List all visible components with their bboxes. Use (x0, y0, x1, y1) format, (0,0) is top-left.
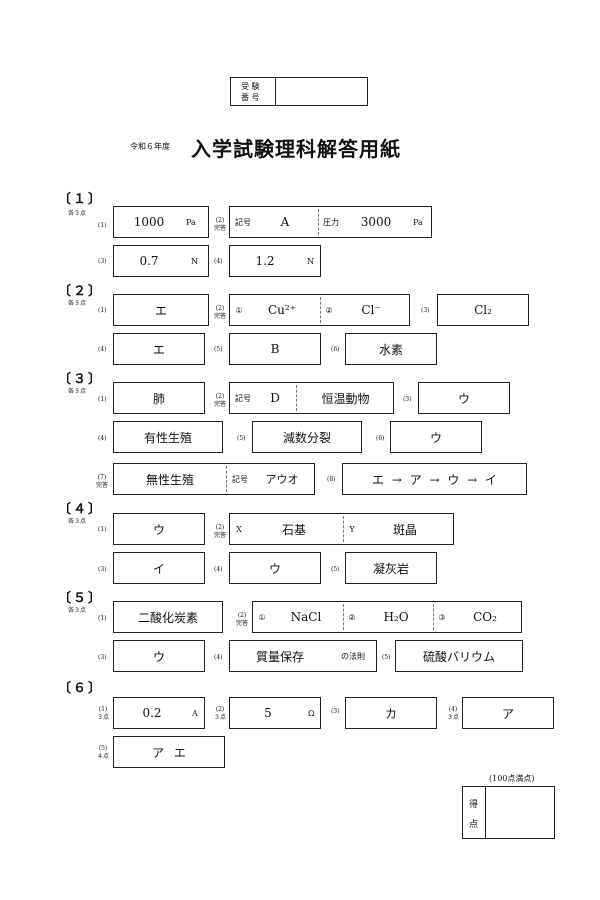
q5-3-number: (3) (98, 654, 107, 661)
q3-3-number: (3) (403, 396, 412, 403)
q2-5-number: (5) (214, 346, 223, 353)
q1-4-number: (4) (214, 258, 223, 265)
q1-2-number: (2)完答 (214, 217, 227, 232)
answer-q2-5[interactable]: B (229, 333, 321, 365)
answer-q3-5[interactable]: 減数分裂 (252, 421, 362, 453)
answer-q2-3[interactable]: Cl₂ (437, 294, 529, 326)
q1-3-number: (3) (98, 258, 107, 265)
answer-q5-2[interactable]: ① NaCl ② H₂O ③ CO₂ (252, 601, 522, 633)
q6-2-number: (2)３点 (214, 706, 227, 721)
full-score-label: (100点満点) (489, 774, 535, 783)
section-2-points: 各３点 (68, 300, 87, 307)
answer-q6-2[interactable]: 5 Ω (229, 697, 321, 729)
answer-q3-7[interactable]: 無性生殖 記号 アウオ (113, 463, 315, 495)
q6-1-number: (1)３点 (97, 706, 110, 721)
q6-5-number: (5)４点 (97, 745, 110, 760)
answer-q3-3[interactable]: ウ (418, 382, 510, 414)
answer-q1-4[interactable]: 1.2 N (229, 245, 321, 277)
score-label-2: 点 (469, 820, 479, 830)
section-3-points: 各３点 (68, 388, 87, 395)
q2-4-number: (4) (98, 346, 107, 353)
q4-1-number: (1) (98, 526, 107, 533)
score-input[interactable] (486, 787, 554, 838)
q4-3-number: (3) (98, 566, 107, 573)
q3-7-number: (7)完答 (96, 474, 109, 489)
q2-6-number: (6) (331, 346, 340, 353)
q4-5-number: (5) (331, 566, 340, 573)
answer-q5-4[interactable]: 質量保存 の法則 (229, 640, 377, 672)
answer-q3-1[interactable]: 肺 (113, 382, 205, 414)
section-1-label: 〔１〕 (58, 192, 104, 207)
answer-q1-3[interactable]: 0.7 N (113, 245, 209, 277)
q5-5-number: (5) (382, 654, 391, 661)
answer-q6-3[interactable]: カ (345, 697, 437, 729)
section-3-label: 〔３〕 (58, 372, 104, 387)
score-label-1: 得 (469, 800, 479, 810)
answer-q4-2[interactable]: X 石基 Y 斑晶 (229, 513, 454, 545)
answer-q6-5[interactable]: ア エ (113, 736, 225, 768)
answer-q6-1[interactable]: 0.2 A (113, 697, 205, 729)
q1-1-number: (1) (98, 222, 107, 229)
q3-1-number: (1) (98, 396, 107, 403)
section-2-label: 〔２〕 (58, 284, 104, 299)
q4-2-number: (2)完答 (214, 524, 227, 539)
answer-q2-1[interactable]: エ (113, 294, 209, 326)
exam-number-label-2: 番 号 (241, 93, 260, 102)
answer-q1-1[interactable]: 1000 Pa (113, 206, 209, 238)
exam-number-input[interactable] (276, 78, 368, 105)
section-4-points: 各３点 (68, 518, 87, 525)
q5-1-number: (1) (98, 615, 107, 622)
answer-q4-1[interactable]: ウ (113, 513, 205, 545)
answer-q2-6[interactable]: 水素 (345, 333, 437, 365)
answer-q5-3[interactable]: ウ (113, 640, 205, 672)
q3-2-number: (2)完答 (214, 393, 227, 408)
q5-4-number: (4) (214, 654, 223, 661)
answer-q4-5[interactable]: 凝灰岩 (345, 552, 437, 584)
page-title: 入学試験理科解答用紙 (191, 137, 401, 161)
answer-q3-4[interactable]: 有性生殖 (113, 421, 223, 453)
score-box: 得 点 (462, 786, 555, 839)
answer-q6-4[interactable]: ア (462, 697, 554, 729)
exam-number-label-1: 受 験 (241, 82, 260, 91)
q2-2-number: (2)完答 (214, 305, 227, 320)
year-label: 令和６年度 (130, 142, 170, 151)
q3-5-number: (5) (237, 435, 246, 442)
q2-3-number: (3) (421, 307, 430, 314)
answer-q3-2[interactable]: 記号 D 恒温動物 (229, 382, 394, 414)
section-1-points: 各３点 (68, 210, 87, 217)
q6-4-number: (4)３点 (447, 706, 460, 721)
q6-3-number: (3) (331, 708, 340, 715)
answer-q2-4[interactable]: エ (113, 333, 205, 365)
q3-8-number: (8) (327, 476, 336, 483)
answer-q4-4[interactable]: ウ (229, 552, 321, 584)
answer-q5-5[interactable]: 硫酸バリウム (395, 640, 523, 672)
answer-q2-2[interactable]: ① Cu²⁺ ② Cl⁻ (229, 294, 410, 326)
q4-4-number: (4) (214, 566, 223, 573)
q3-6-number: (6) (376, 435, 385, 442)
answer-q1-2[interactable]: 記号 A 圧力 3000 Pa (229, 206, 432, 238)
q2-1-number: (1) (98, 307, 107, 314)
q3-4-number: (4) (98, 435, 107, 442)
section-5-label: 〔５〕 (58, 591, 104, 606)
q5-2-number: (2)完答 (236, 612, 249, 627)
answer-q5-1[interactable]: 二酸化炭素 (113, 601, 223, 633)
section-6-label: 〔６〕 (58, 681, 104, 696)
answer-q3-6[interactable]: ウ (390, 421, 482, 453)
answer-q4-3[interactable]: イ (113, 552, 205, 584)
section-4-label: 〔４〕 (58, 502, 104, 517)
answer-q3-8[interactable]: エ → ア → ウ → イ (342, 463, 527, 495)
section-5-points: 各３点 (68, 607, 87, 614)
exam-number-box: 受 験 番 号 (230, 77, 368, 106)
